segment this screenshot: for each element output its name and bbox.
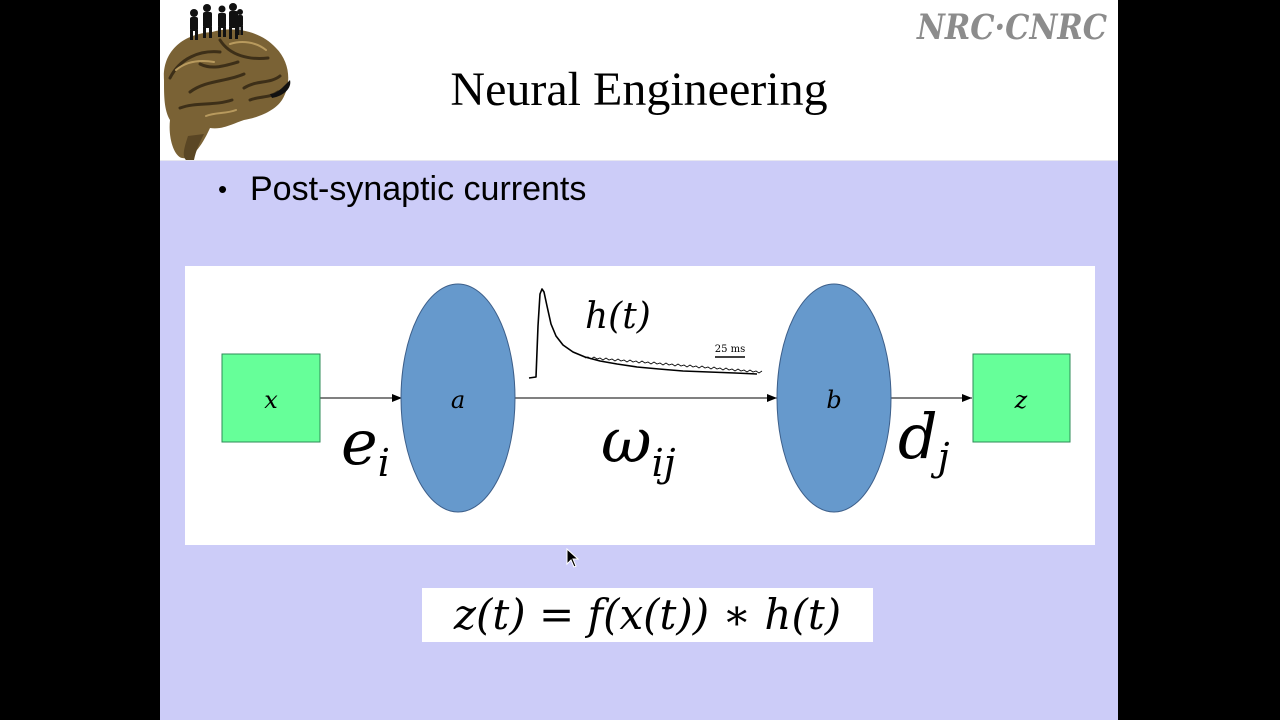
- formula: z(t) = f(x(t)) ∗ h(t): [422, 588, 873, 642]
- encoder-label: ei: [341, 406, 390, 485]
- input-box-x-label: x: [264, 386, 278, 414]
- population-b-label: b: [826, 386, 841, 414]
- weight-label: ωij: [601, 404, 676, 485]
- filter-label: h(t): [585, 296, 651, 337]
- bullet-text: Post-synaptic currents: [250, 170, 587, 208]
- output-box-z-label: z: [1014, 386, 1028, 414]
- input-box-x: [221, 353, 321, 443]
- population-a-label: a: [451, 386, 465, 414]
- slide: NRC·CNRC Neural Engineering • Post-synap…: [160, 0, 1118, 720]
- brain-with-people-icon: [163, 3, 291, 160]
- header-divider: [160, 160, 1118, 161]
- mouse-cursor-icon: [566, 548, 580, 568]
- neural-diagram: x a b z ei ωij dj h: [185, 266, 1095, 545]
- bullet-item: • Post-synaptic currents: [218, 170, 586, 209]
- population-a: [400, 283, 516, 513]
- diagram-svg: x a b z ei ωij dj h: [221, 283, 1071, 513]
- scale-bar-label: 25 ms: [715, 344, 746, 355]
- nrc-cnrc-logo: NRC·CNRC: [916, 7, 1107, 48]
- slide-title: Neural Engineering: [450, 63, 828, 116]
- psc-trace: [528, 288, 758, 379]
- output-box-z: [972, 353, 1071, 443]
- psc-trace-noise: [584, 356, 763, 374]
- logo-text: NRC·CNRC: [916, 7, 1107, 48]
- decoder-label: dj: [898, 400, 950, 479]
- slide-header: NRC·CNRC Neural Engineering: [160, 0, 1118, 161]
- population-b: [776, 283, 892, 513]
- bullet-dot: •: [218, 174, 228, 204]
